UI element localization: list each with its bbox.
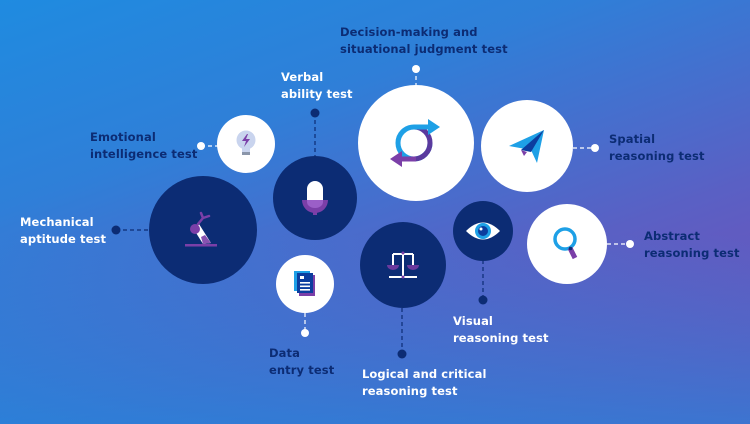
robotic-arm-icon [181,208,225,252]
connector-abstract [607,240,634,248]
node-verbal [273,156,357,240]
node-visual [453,201,513,261]
connector-dot [310,108,320,118]
label-data-entry: Data entry test [269,346,335,377]
paper-plane-icon [507,126,547,166]
magnifier-icon [551,226,583,262]
connector-dot [591,144,599,152]
microphone-icon [300,180,330,216]
label-visual: Visual reasoning test [453,314,549,345]
connector-dot [397,349,407,359]
lightbulb-icon [235,130,257,158]
label-emotional: Emotional intelligence test [90,130,198,161]
node-spatial [481,100,573,192]
connector-mechanical [111,225,150,235]
connector-data-entry [301,313,309,337]
node-emotional [217,115,275,173]
connector-dot [301,329,309,337]
connector-visual [478,260,488,305]
cycle-arrows-icon [388,115,444,171]
connector-dot [197,142,205,150]
label-verbal: Verbal ability test [281,70,353,101]
connector-dot [478,295,488,305]
label-logical: Logical and critical reasoning test [362,367,487,398]
label-decision: Decision-making and situational judgment… [340,25,508,56]
label-mechanical: Mechanical aptitude test [20,215,107,246]
connector-dot [626,240,634,248]
connector-dot [412,65,420,73]
label-spatial: Spatial reasoning test [609,132,705,163]
connector-verbal [310,108,320,157]
connector-spatial [573,144,599,152]
node-logical [360,222,446,308]
node-mechanical [149,176,257,284]
connector-logical [397,308,407,359]
document-icon [294,271,316,297]
connector-dot [111,225,121,235]
scales-icon [387,250,419,280]
node-data-entry [276,255,334,313]
node-decision [358,85,474,201]
eye-icon [465,220,501,242]
node-abstract [527,204,607,284]
label-abstract: Abstract reasoning test [644,229,740,260]
connector-decision [412,65,420,86]
connector-emotional [197,142,218,150]
